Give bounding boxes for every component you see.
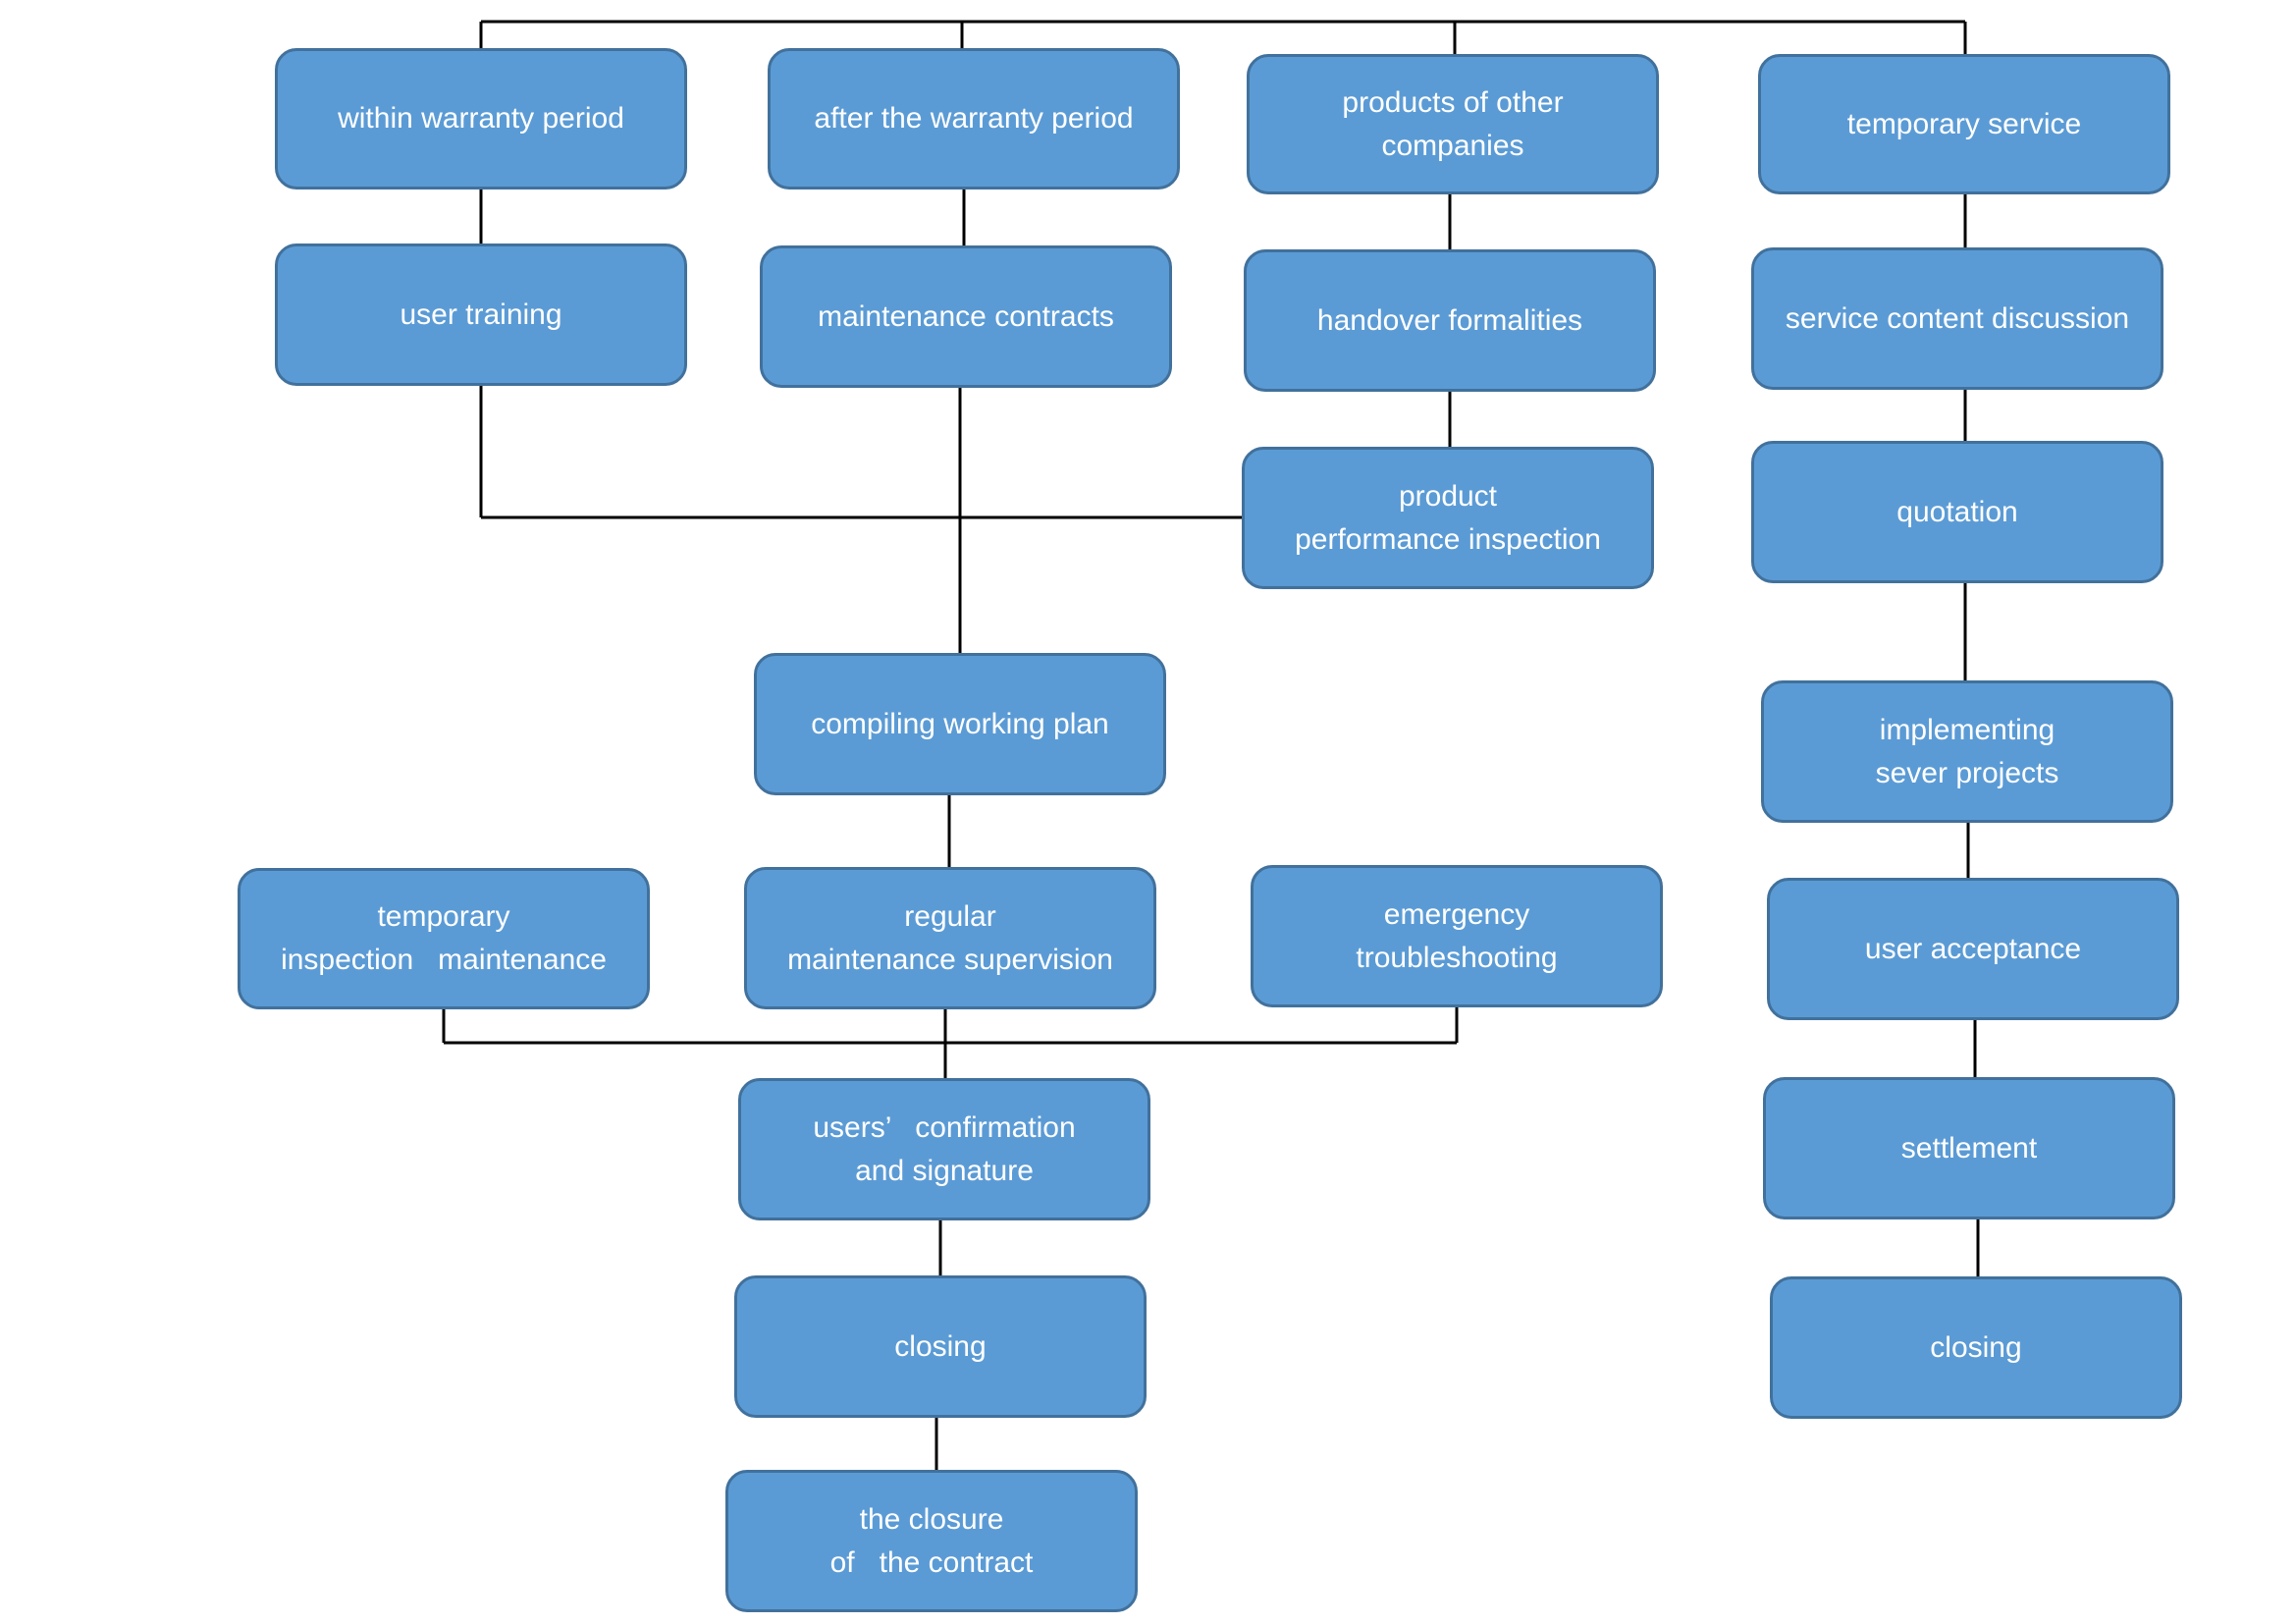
node-label: products of other companies (1342, 85, 1564, 162)
node-label: regular maintenance supervision (787, 899, 1113, 976)
node-temporary-inspection: temporary inspection maintenance (238, 868, 650, 1009)
node-label: product performance inspection (1295, 479, 1601, 556)
node-service-content-discussion: service content discussion (1751, 247, 2163, 390)
node-user-training: user training (275, 244, 687, 386)
node-other-companies: products of other companies (1247, 54, 1659, 194)
node-label: settlement (1900, 1131, 2038, 1164)
node-closing-left: closing (734, 1275, 1147, 1418)
node-product-performance-inspection: product performance inspection (1242, 447, 1654, 589)
node-label: closing (1930, 1330, 2022, 1364)
node-temporary-service: temporary service (1758, 54, 2170, 194)
node-within-warranty: within warranty period (275, 48, 687, 189)
node-after-warranty: after the warranty period (768, 48, 1180, 189)
node-label: maintenance contracts (818, 299, 1114, 333)
node-label: users’ confirmation and signature (813, 1110, 1076, 1187)
node-users-confirmation: users’ confirmation and signature (738, 1078, 1150, 1220)
node-label: within warranty period (338, 102, 624, 135)
node-label: handover formalities (1316, 303, 1583, 337)
node-label: temporary service (1846, 107, 2082, 140)
node-regular-maintenance: regular maintenance supervision (744, 867, 1156, 1009)
node-label: service content discussion (1785, 301, 2130, 335)
node-label: the closure of the contract (829, 1502, 1034, 1579)
node-label: user acceptance (1864, 932, 2082, 965)
node-label: temporary inspection maintenance (281, 900, 607, 976)
node-compiling-working-plan: compiling working plan (754, 653, 1166, 795)
node-closure-of-contract: the closure of the contract (725, 1470, 1138, 1612)
node-maintenance-contracts: maintenance contracts (760, 245, 1172, 388)
node-user-acceptance: user acceptance (1767, 878, 2179, 1020)
node-label: emergency troubleshooting (1356, 897, 1558, 974)
node-label: compiling working plan (811, 707, 1109, 740)
node-label: after the warranty period (814, 102, 1134, 135)
node-quotation: quotation (1751, 441, 2163, 583)
node-closing-right: closing (1770, 1276, 2182, 1419)
node-label: quotation (1896, 495, 2018, 528)
node-implementing-projects: implementing sever projects (1761, 680, 2173, 823)
node-emergency-troubleshooting: emergency troubleshooting (1251, 865, 1663, 1007)
node-settlement: settlement (1763, 1077, 2175, 1219)
node-label: implementing sever projects (1875, 713, 2059, 789)
node-label: closing (894, 1329, 987, 1363)
node-label: user training (400, 298, 562, 331)
node-handover-formalities: handover formalities (1244, 249, 1656, 392)
